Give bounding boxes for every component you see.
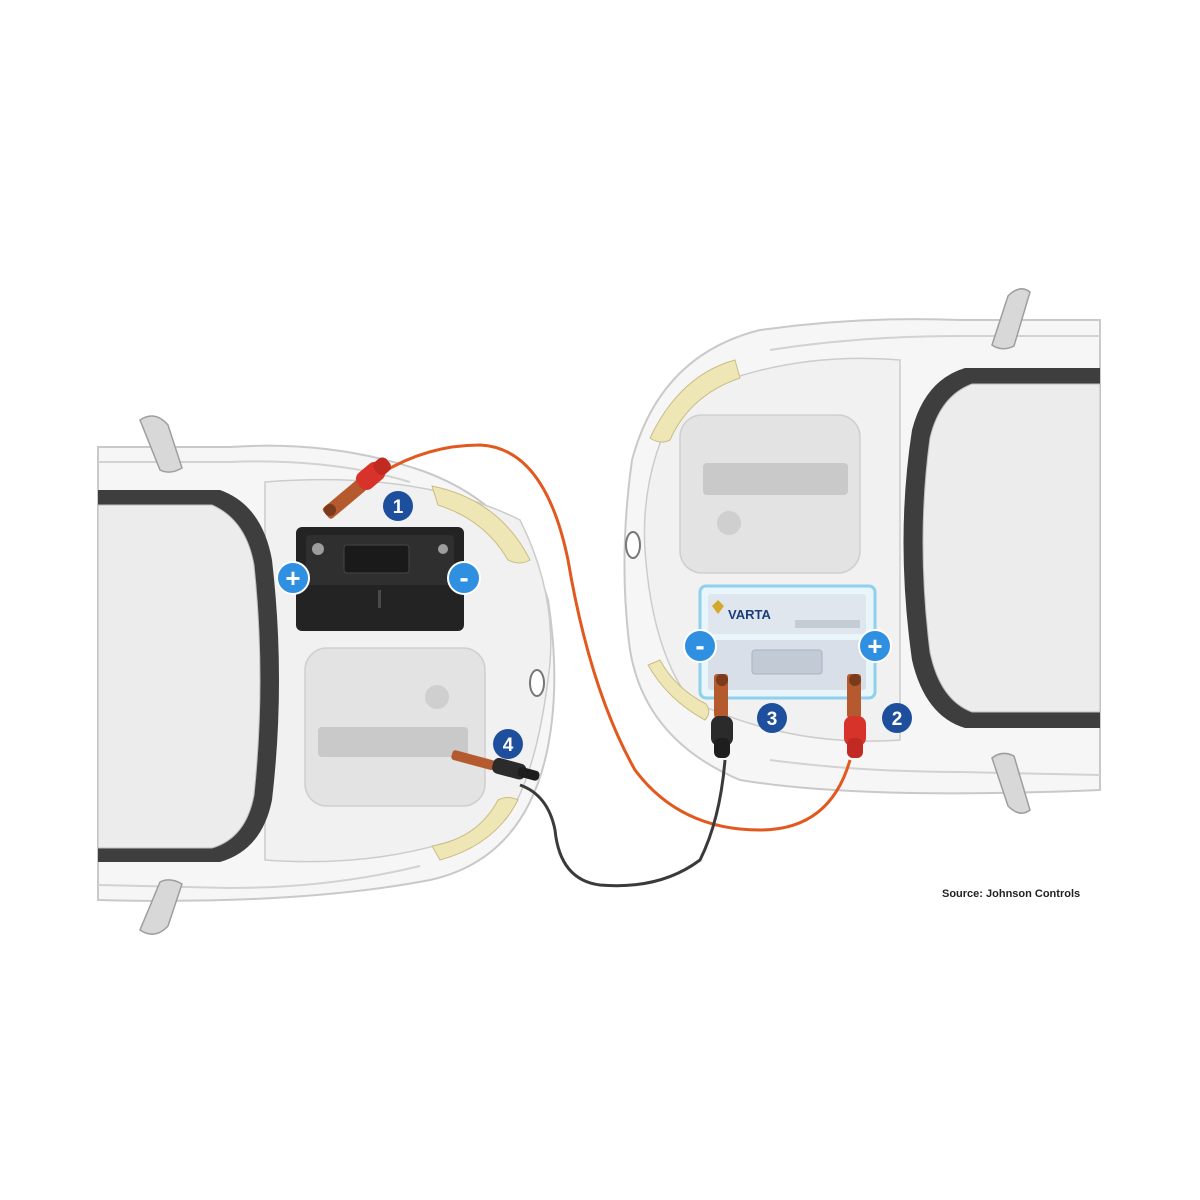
right-battery-plus-badge: +	[858, 629, 892, 663]
right-battery-minus-badge: -	[683, 629, 717, 663]
right-mirror-top	[991, 288, 1031, 350]
svg-text:+: +	[285, 563, 300, 593]
svg-text:2: 2	[892, 709, 903, 730]
left-battery-minus-badge: -	[447, 561, 481, 595]
left-headlight-bottom	[431, 797, 519, 861]
step-badge-2: 2	[882, 703, 912, 733]
battery-brand-label: VARTA	[728, 607, 771, 622]
clamp-2-red	[844, 674, 866, 758]
left-battery-plus-badge: +	[276, 561, 310, 595]
svg-text:3: 3	[767, 709, 778, 730]
svg-text:-: -	[695, 630, 704, 661]
right-headlight-bottom	[647, 659, 710, 721]
svg-text:1: 1	[393, 497, 404, 518]
left-car	[97, 415, 556, 935]
positive-cable	[367, 443, 852, 832]
clamp-4-black	[451, 750, 540, 781]
left-headlight-top	[431, 485, 531, 564]
svg-text:4: 4	[503, 735, 514, 756]
right-windshield-glass	[922, 383, 1101, 713]
right-mirror-bottom	[991, 752, 1031, 814]
left-windshield-glass	[97, 504, 261, 849]
negative-cable	[519, 759, 727, 888]
jumper-cables	[367, 443, 852, 888]
left-battery	[296, 527, 464, 631]
step-badge-4: 4	[493, 729, 523, 759]
left-mirror-bottom	[139, 879, 183, 935]
step-badge-3: 3	[757, 703, 787, 733]
step-badge-1: 1	[383, 491, 413, 521]
clamp-3-black	[711, 674, 733, 758]
source-credit: Source: Johnson Controls	[942, 888, 1081, 900]
svg-text:+: +	[867, 631, 882, 661]
svg-text:-: -	[459, 562, 468, 593]
clamp-1-red	[322, 457, 391, 519]
right-headlight-top	[649, 359, 741, 443]
left-mirror-top	[139, 415, 183, 473]
